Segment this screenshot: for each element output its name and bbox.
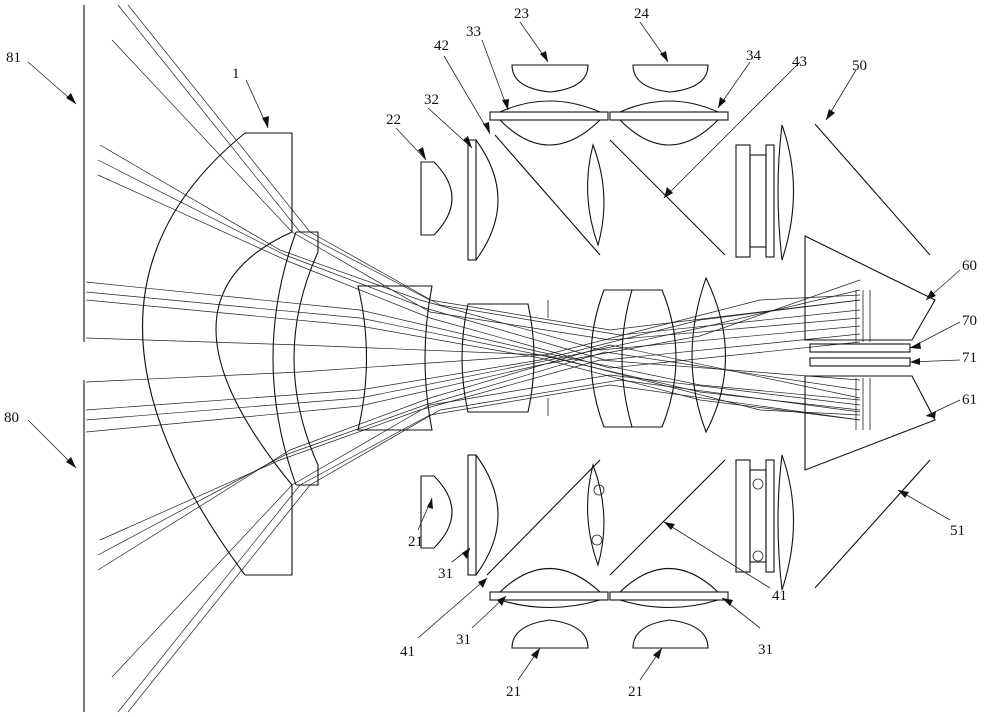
leader-lines — [28, 22, 960, 680]
label-42: 42 — [434, 38, 449, 54]
label-43: 43 — [792, 54, 807, 70]
label-61: 61 — [962, 392, 977, 408]
label-22: 22 — [386, 112, 401, 128]
element-32 — [468, 140, 476, 260]
label-70: 70 — [962, 313, 977, 329]
label-31-bottom-right: 31 — [758, 642, 773, 658]
prism-assembly — [805, 236, 935, 470]
element-34 — [610, 112, 728, 120]
light-rays — [86, 5, 860, 712]
upper-channel-assemblies — [421, 65, 930, 260]
label-33: 33 — [466, 24, 481, 40]
label-50: 50 — [852, 58, 867, 74]
label-21-left: 21 — [408, 534, 423, 550]
lens-24 — [633, 65, 708, 92]
label-81: 81 — [6, 50, 21, 66]
plate-71 — [810, 358, 910, 366]
label-41-right: 41 — [772, 588, 787, 604]
label-51: 51 — [950, 523, 965, 539]
front-lens-1 — [143, 133, 319, 575]
label-80: 80 — [4, 410, 19, 426]
element-31-left — [468, 455, 476, 575]
mirror-42 — [495, 135, 600, 255]
label-71: 71 — [962, 350, 977, 366]
label-21-bottom-right: 21 — [628, 684, 643, 700]
label-60: 60 — [962, 258, 977, 274]
lens-23 — [512, 65, 588, 92]
lower-channel-assemblies — [421, 455, 930, 648]
label-31-bottom-left: 31 — [456, 632, 471, 648]
label-34: 34 — [746, 48, 762, 64]
label-31-left: 31 — [438, 566, 453, 582]
mirror-50 — [815, 124, 930, 255]
element-31-bottom-right — [610, 592, 728, 600]
label-41-left: 41 — [400, 644, 415, 660]
mirror-51 — [815, 460, 930, 588]
label-21-bottom-left: 21 — [506, 684, 521, 700]
mirror-41-left — [487, 460, 600, 575]
plate-70 — [810, 344, 910, 352]
element-33 — [490, 112, 608, 120]
mirror-43 — [610, 140, 725, 255]
label-24: 24 — [634, 6, 650, 22]
lens-21-bottom-left — [512, 620, 588, 648]
element-31-bottom-left — [490, 592, 608, 600]
lens-21-bottom-right — [633, 620, 708, 648]
label-32: 32 — [424, 92, 439, 108]
label-23: 23 — [514, 6, 529, 22]
lens-22 — [421, 162, 452, 235]
label-1: 1 — [232, 66, 240, 82]
mirror-41-right — [610, 460, 725, 575]
